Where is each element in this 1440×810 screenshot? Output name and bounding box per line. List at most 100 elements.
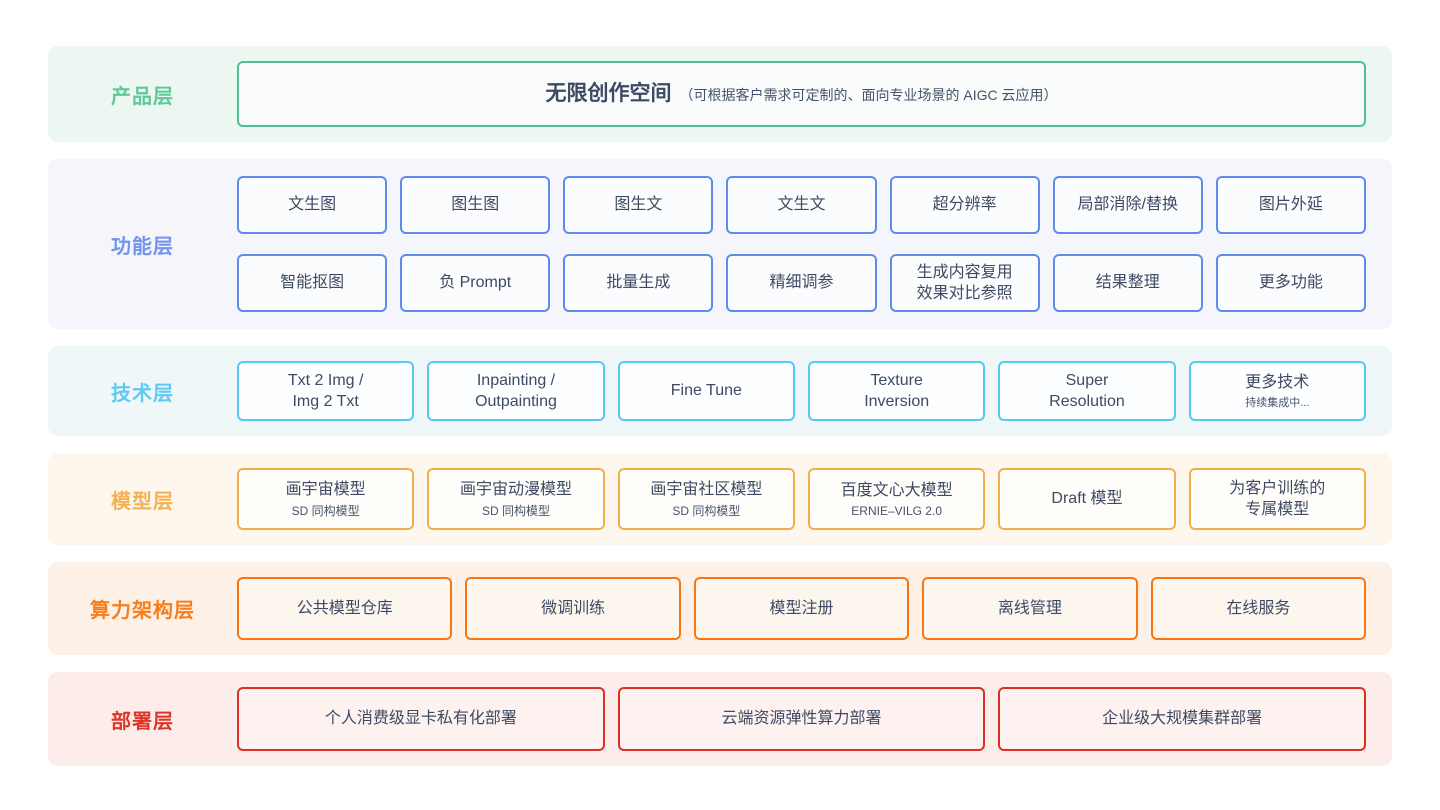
node-text: 画宇宙动漫模型 <box>460 479 572 500</box>
node-deploy-r0-1: 云端资源弹性算力部署 <box>617 687 986 751</box>
node-compute-r0-2: 模型注册 <box>693 577 910 640</box>
node-line: 结果整理 <box>1095 274 1160 292</box>
node-model-r0-1: 画宇宙动漫模型 SD 同构模型 <box>427 468 605 530</box>
node-text: 更多功能 <box>1259 272 1323 293</box>
node-text: 离线管理 <box>998 598 1062 619</box>
layer-content-product: 无限创作空间（可根据客户需求可定制的、面向专业场景的 AIGC 云应用） <box>237 46 1392 142</box>
node-line: Inversion <box>864 393 930 410</box>
architecture-diagram: 产品层 无限创作空间（可根据客户需求可定制的、面向专业场景的 AIGC 云应用） 功… <box>48 46 1392 766</box>
node-line: 画宇宙动漫模型 <box>459 480 572 498</box>
node-subtitle: SD 同构模型 <box>481 504 550 519</box>
node-function-r1-1: 负 Prompt <box>400 254 551 312</box>
node-text: Txt 2 Img /Img 2 Txt <box>288 370 364 412</box>
node-line: 文生文 <box>777 196 826 214</box>
node-line: 为客户训练的 <box>1229 479 1326 497</box>
node-text: 图生文 <box>614 194 662 215</box>
node-text: 文生文 <box>777 194 825 215</box>
node-row: Txt 2 Img /Img 2 Txt Inpainting /Outpaint… <box>237 361 1366 421</box>
node-model-r0-5: 为客户训练的专属模型 <box>1188 468 1366 530</box>
node-line: 画宇宙模型 <box>285 480 366 498</box>
node-line: 企业级大规模集群部署 <box>1102 710 1263 728</box>
node-row: 文生图图生图图生文文生文超分辨率局部消除/替换图片外延 <box>237 176 1366 234</box>
node-line: 百度文心大模型 <box>840 482 953 500</box>
node-line: 云端资源弹性算力部署 <box>721 710 882 728</box>
node-tech-r0-2: Fine Tune <box>617 361 795 421</box>
node-text: 云端资源弹性算力部署 <box>722 708 882 729</box>
node-tech-r0-1: Inpainting /Outpainting <box>427 361 605 421</box>
node-row: 个人消费级显卡私有化部署 云端资源弹性算力部署 企业级大规模集群部署 <box>237 687 1367 751</box>
node-text: 为客户训练的专属模型 <box>1229 478 1325 520</box>
node-text: 负 Prompt <box>439 272 511 293</box>
node-tech-r0-0: Txt 2 Img /Img 2 Txt <box>237 361 415 421</box>
node-line: 更多功能 <box>1258 274 1323 292</box>
node-function-r0-2: 图生文 <box>563 176 714 234</box>
node-function-r0-4: 超分辨率 <box>889 176 1040 234</box>
node-deploy-r0-2: 企业级大规模集群部署 <box>998 687 1367 751</box>
node-line: Outpainting <box>475 393 557 410</box>
layer-label-model: 模型层 <box>111 490 174 513</box>
node-line: 精细调参 <box>769 274 834 292</box>
node-model-r0-4: Draft 模型 <box>998 468 1176 530</box>
node-line: 无限创作空间 <box>545 82 672 106</box>
node-text: 更多技术 <box>1245 372 1309 393</box>
node-text: 微调训练 <box>541 598 605 619</box>
node-function-r0-5: 局部消除/替换 <box>1052 176 1203 234</box>
node-line: 生成内容复用 <box>916 263 1013 281</box>
node-subtitle: 持续集成中... <box>1245 396 1310 409</box>
node-line: 图生文 <box>614 196 663 214</box>
node-text: 超分辨率 <box>933 194 997 215</box>
node-row: 公共模型仓库 微调训练 模型注册 离线管理 在线服务 <box>237 577 1367 640</box>
node-text: Inpainting /Outpainting <box>475 370 557 412</box>
node-function-r1-5: 结果整理 <box>1052 254 1203 312</box>
node-model-r0-0: 画宇宙模型 SD 同构模型 <box>237 468 415 530</box>
node-text: 结果整理 <box>1096 272 1160 293</box>
node-compute-r0-0: 公共模型仓库 <box>237 577 453 640</box>
node-tech-r0-5: 更多技术持续集成中... <box>1188 361 1366 421</box>
layer-label-function: 功能层 <box>111 235 174 258</box>
layer-label-compute: 算力架构层 <box>90 600 195 622</box>
layer-label-product: 产品层 <box>111 85 174 108</box>
node-line: 微调训练 <box>541 599 606 617</box>
node-text: 生成内容复用效果对比参照 <box>917 262 1013 304</box>
node-text: 无限创作空间（可根据客户需求可定制的、面向专业场景的 AIGC 云应用） <box>545 80 1057 108</box>
node-line: 个人消费级显卡私有化部署 <box>324 710 517 728</box>
layer-band-deploy: 部署层 个人消费级显卡私有化部署 云端资源弹性算力部署 企业级大规模集群部署 <box>48 672 1392 766</box>
layer-band-product: 产品层 无限创作空间（可根据客户需求可定制的、面向专业场景的 AIGC 云应用） <box>48 46 1392 142</box>
node-compute-r0-4: 在线服务 <box>1150 577 1367 640</box>
node-subtitle: SD 同构模型 <box>291 504 360 519</box>
node-line: 模型注册 <box>769 599 834 617</box>
node-text: 在线服务 <box>1226 598 1290 619</box>
layer-label-deploy: 部署层 <box>111 710 174 733</box>
node-text: 文生图 <box>288 194 336 215</box>
node-function-r0-0: 文生图 <box>237 176 388 234</box>
node-text: Fine Tune <box>671 380 742 401</box>
node-function-r1-2: 批量生成 <box>563 254 714 312</box>
node-line: Resolution <box>1049 393 1125 410</box>
node-function-r0-3: 文生文 <box>726 176 877 234</box>
node-line: 画宇宙社区模型 <box>650 480 763 498</box>
node-line: Texture <box>870 371 923 389</box>
node-text: 图片外延 <box>1259 194 1323 215</box>
layer-band-function: 功能层文生图图生图图生文文生文超分辨率局部消除/替换图片外延智能抠图负 Prom… <box>48 159 1392 329</box>
node-line: 文生图 <box>288 196 337 214</box>
node-function-r0-6: 图片外延 <box>1215 176 1366 234</box>
layer-content-compute: 公共模型仓库 微调训练 模型注册 离线管理 在线服务 <box>237 562 1392 655</box>
node-text: 批量生成 <box>606 272 670 293</box>
node-deploy-r0-0: 个人消费级显卡私有化部署 <box>237 687 605 751</box>
node-text: 精细调参 <box>769 272 833 293</box>
node-line: 效果对比参照 <box>916 285 1013 302</box>
node-text: 画宇宙模型 <box>286 479 366 500</box>
node-line: 负 Prompt <box>439 274 512 292</box>
layer-content-tech: Txt 2 Img /Img 2 Txt Inpainting /Outpaint… <box>237 346 1392 436</box>
